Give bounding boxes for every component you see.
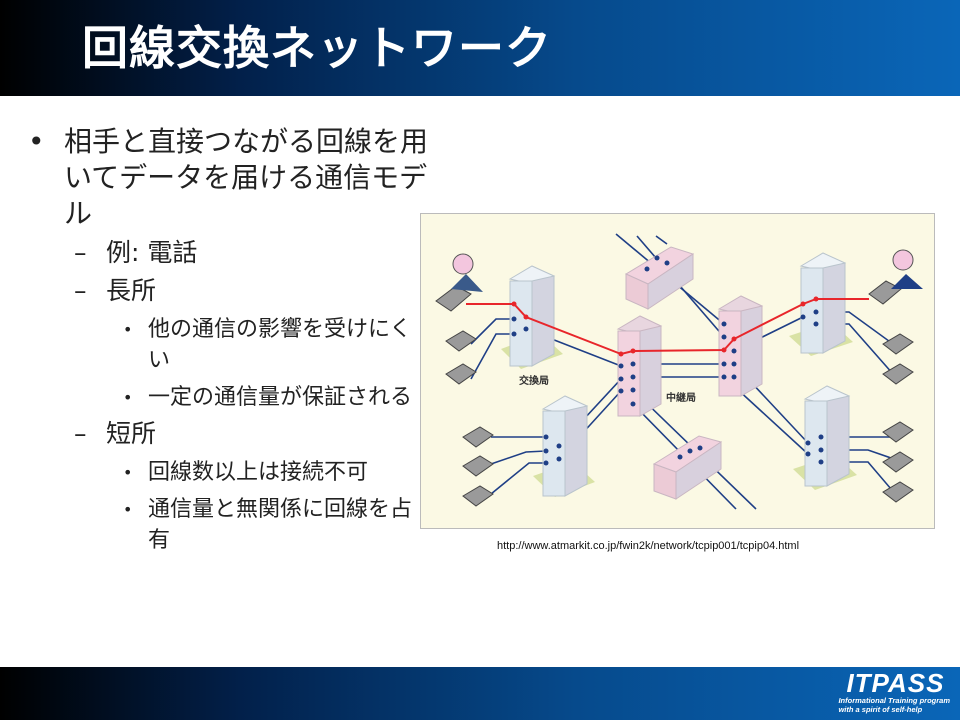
bullet-item: –長所 xyxy=(28,274,428,308)
person-icon xyxy=(891,249,923,289)
bullet-text: 短所 xyxy=(106,419,157,448)
bullet-text: 他の通信の影響を受けにくい xyxy=(148,317,412,373)
bullet-text: 相手と直接つながる回線を用いてデータを届ける通信モデル xyxy=(64,125,429,230)
logo-sub: Informational Training program xyxy=(838,696,950,705)
bullet-item: • 回線数以上は接続不可 xyxy=(28,457,418,488)
bullet-marker: • xyxy=(123,388,133,407)
bullet-marker: – xyxy=(74,276,87,305)
footer-bar xyxy=(0,667,960,720)
bullet-list: •相手と直接つながる回線を用いてデータを届ける通信モデル –例: 電話 –長所 … xyxy=(28,124,428,556)
bullet-text: 例: 電話 xyxy=(106,238,198,267)
exchange-label: 交換局 xyxy=(519,374,549,387)
bullet-text: 通信量と無関係に回線を占有 xyxy=(148,497,413,553)
circuit-switching-diagram: 交換局 中継局 xyxy=(420,213,935,529)
person-icon xyxy=(451,253,483,292)
bullet-text: 回線数以上は接続不可 xyxy=(148,460,369,485)
bullet-marker: – xyxy=(74,238,87,267)
red-dots xyxy=(511,296,819,357)
bullet-text: 長所 xyxy=(106,276,157,305)
bullet-marker: – xyxy=(74,419,87,448)
exchange-tower xyxy=(803,385,851,487)
bullet-item: • 他の通信の影響を受けにくい xyxy=(28,314,418,376)
itpass-logo: ITPASS Informational Training program wi… xyxy=(838,670,950,714)
relay-label: 中継局 xyxy=(666,391,696,404)
bullet-item: –例: 電話 xyxy=(28,236,428,270)
exchange-tower xyxy=(541,395,589,497)
bullet-text: 一定の通信量が保証される xyxy=(148,385,413,410)
bullet-item: • 一定の通信量が保証される xyxy=(28,382,418,413)
slide-title: 回線交換ネットワーク xyxy=(82,21,552,75)
bullet-marker: • xyxy=(28,125,45,158)
logo-sub: with a spirit of self-help xyxy=(838,705,923,714)
bullet-item: • 相手と直接つながる回線を用いてデータを届ける通信モデル xyxy=(28,124,428,232)
bullet-marker: • xyxy=(123,463,133,482)
logo-main: ITPASS xyxy=(846,668,945,698)
network-diagram-svg: 交換局 中継局 xyxy=(435,233,923,510)
bullet-item: –短所 xyxy=(28,417,428,451)
circuit-path xyxy=(466,298,869,356)
source-url: http://www.atmarkit.co.jp/fwin2k/network… xyxy=(497,540,800,552)
relay-boxes xyxy=(624,246,723,500)
relay-tower xyxy=(616,315,663,417)
exchange-tower xyxy=(508,265,556,367)
bullet-marker: • xyxy=(123,500,133,519)
title-bar: 回線交換ネットワーク xyxy=(0,0,960,96)
bullet-marker: • xyxy=(123,320,133,339)
exchange-tower xyxy=(799,252,847,354)
bullet-item: • 通信量と無関係に回線を占有 xyxy=(28,494,418,556)
towers xyxy=(508,252,851,497)
port-dots xyxy=(511,255,824,466)
relay-tower xyxy=(717,295,764,397)
